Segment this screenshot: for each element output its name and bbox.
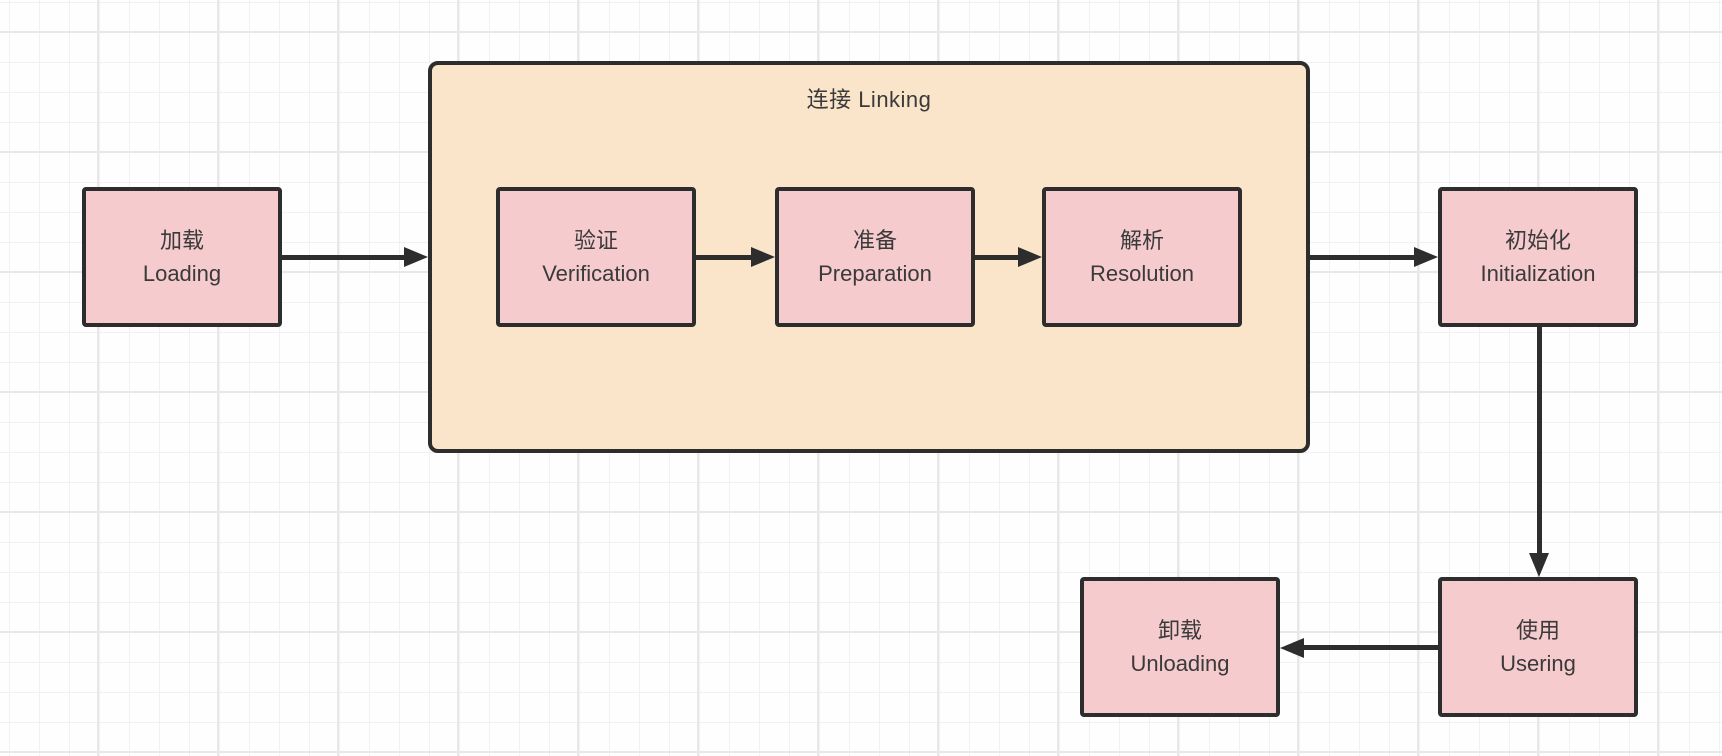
linking-group-title: 连接 Linking — [806, 87, 932, 112]
node-unloading-label-en: Unloading — [1130, 651, 1230, 676]
node-unloading[interactable]: 卸载 Unloading — [1080, 577, 1280, 717]
arrow-head-icon — [751, 247, 775, 267]
node-resolution-label-zh: 解析 — [1119, 228, 1164, 253]
arrow-shaft — [1304, 645, 1438, 650]
node-resolution-label-en: Resolution — [1090, 261, 1194, 286]
arrow-shaft — [282, 255, 406, 260]
node-preparation-label-en: Preparation — [818, 261, 932, 286]
arrow-shaft — [1537, 327, 1542, 555]
arrow-head-icon — [404, 247, 428, 267]
node-loading-label-zh: 加载 — [159, 228, 204, 253]
node-loading[interactable]: 加载 Loading — [82, 187, 282, 327]
arrow-head-icon — [1529, 553, 1549, 577]
arrow-shaft — [975, 255, 1020, 260]
node-unloading-label-zh: 卸载 — [1157, 618, 1202, 643]
node-usering-label-zh: 使用 — [1515, 618, 1560, 643]
arrow-shaft — [696, 255, 753, 260]
node-loading-label-en: Loading — [142, 261, 222, 286]
arrow-head-icon — [1280, 638, 1304, 658]
node-preparation-label-zh: 准备 — [852, 228, 897, 253]
node-initialization-label-zh: 初始化 — [1504, 228, 1571, 253]
node-initialization[interactable]: 初始化 Initialization — [1438, 187, 1638, 327]
node-preparation[interactable]: 准备 Preparation — [775, 187, 975, 327]
arrow-head-icon — [1018, 247, 1042, 267]
node-verification-label-zh: 验证 — [573, 228, 618, 253]
arrow-head-icon — [1414, 247, 1438, 267]
node-usering[interactable]: 使用 Usering — [1438, 577, 1638, 717]
node-initialization-label-en: Initialization — [1480, 261, 1596, 286]
arrow-shaft — [1310, 255, 1416, 260]
node-usering-label-en: Usering — [1500, 651, 1576, 676]
node-verification[interactable]: 验证 Verification — [496, 187, 696, 327]
node-resolution[interactable]: 解析 Resolution — [1042, 187, 1242, 327]
node-verification-label-en: Verification — [542, 261, 650, 286]
